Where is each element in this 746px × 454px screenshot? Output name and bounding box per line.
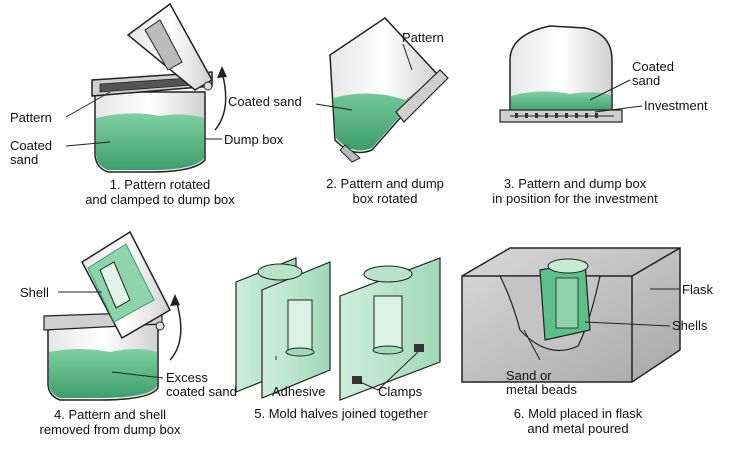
label-pattern-1: Pattern xyxy=(10,110,52,125)
step4-illustration xyxy=(43,230,182,401)
label-beads-b: metal beads xyxy=(506,382,577,397)
caption-step-3-line-1: 3. Pattern and dump box xyxy=(503,176,647,191)
label-coated-sand-2: Coated sand xyxy=(228,94,302,109)
sand-on-pattern-shape xyxy=(511,91,611,112)
label-flask: Flask xyxy=(682,282,714,297)
label-coated-sand-3: Coated xyxy=(632,59,674,74)
caption-step-4-line-2: removed from dump box xyxy=(39,422,181,437)
label-pattern-2: Pattern xyxy=(402,30,444,45)
label-excess: Excess xyxy=(166,370,208,385)
caption-step-5-line-1: 5. Mold halves joined together xyxy=(254,406,428,421)
label-excess-b: coated sand xyxy=(166,384,237,399)
label-coated-sand-1: Coated xyxy=(10,138,52,153)
label-coated-sand-1b: sand xyxy=(10,152,39,167)
rotation-arrow xyxy=(214,71,227,131)
label-dump-box: Dump box xyxy=(224,132,284,147)
step5-illustration xyxy=(235,257,441,401)
label-beads: Sand or xyxy=(506,368,552,383)
caption-step-1-line-2: and clamped to dump box xyxy=(85,192,235,207)
step3-illustration xyxy=(499,25,643,123)
excess-sand-shape xyxy=(49,349,157,398)
caption-step-6-line-2: and metal poured xyxy=(527,421,629,436)
caption-step-6-line-1: 6. Mold placed in flask xyxy=(513,406,643,421)
label-investment: Investment xyxy=(644,98,708,113)
caption-step-4-line-1: 4. Pattern and shell xyxy=(53,407,167,422)
label-shells: Shells xyxy=(672,318,708,333)
step1-illustration xyxy=(65,2,227,173)
label-shell: Shell xyxy=(20,285,49,300)
coated-sand-shape xyxy=(96,113,204,170)
caption-step-3-line-2: in position for the investment xyxy=(492,191,658,206)
rotated-sand-shape xyxy=(333,80,432,151)
caption-step-1-line-1: 1. Pattern rotated xyxy=(109,177,211,192)
label-coated-sand-3b: sand xyxy=(632,73,661,88)
inverted-box-shape xyxy=(509,25,613,111)
label-adhesive: Adhesive xyxy=(272,384,326,399)
caption-step-2-line-2: box rotated xyxy=(352,191,418,206)
step2-illustration xyxy=(315,17,449,163)
label-clamps: Clamps xyxy=(378,384,423,399)
step6-illustration xyxy=(461,247,681,383)
caption-step-2-line-1: 2. Pattern and dump xyxy=(326,176,444,191)
